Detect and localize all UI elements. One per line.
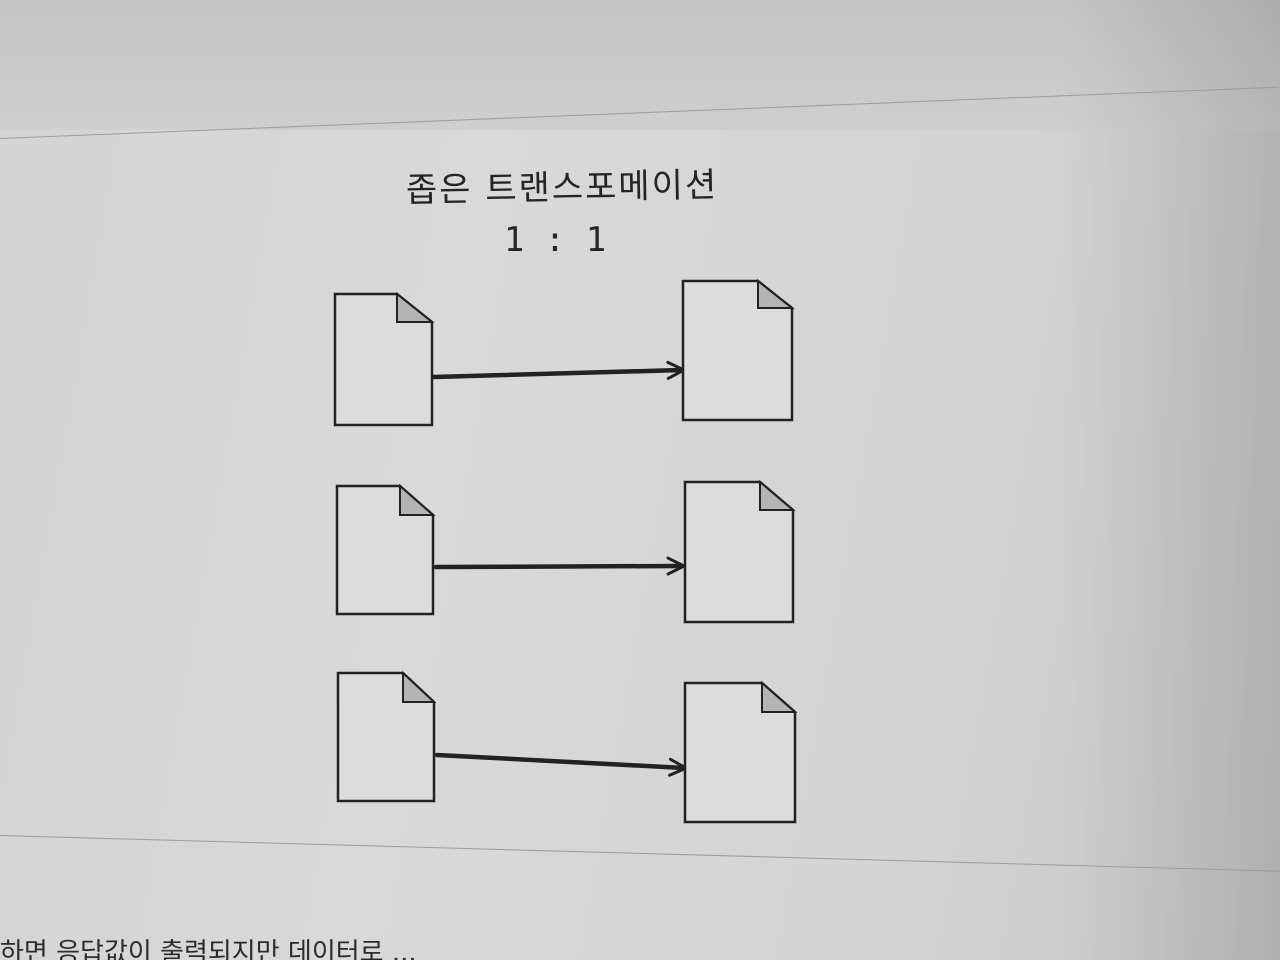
- diagram-ratio: 1 : 1: [503, 220, 607, 260]
- arrow-icon: [433, 556, 686, 576]
- page-top-shadow: [0, 0, 1280, 130]
- source-document-icon: [336, 670, 437, 803]
- arrow-icon: [434, 752, 688, 777]
- mapping-row-1: [333, 278, 795, 427]
- target-document-icon: [683, 680, 798, 824]
- page-right-shadow: [1060, 0, 1280, 960]
- target-document-icon: [683, 479, 796, 624]
- source-document-icon: [335, 483, 436, 616]
- target-document-icon: [681, 278, 795, 422]
- body-text-line: 하면 응답값이 출력되지만 데이터로 ...: [0, 938, 417, 960]
- arrow-icon: [431, 360, 686, 380]
- mapping-row-2: [335, 479, 796, 624]
- mapping-row-3: [336, 670, 798, 824]
- source-document-icon: [333, 291, 435, 427]
